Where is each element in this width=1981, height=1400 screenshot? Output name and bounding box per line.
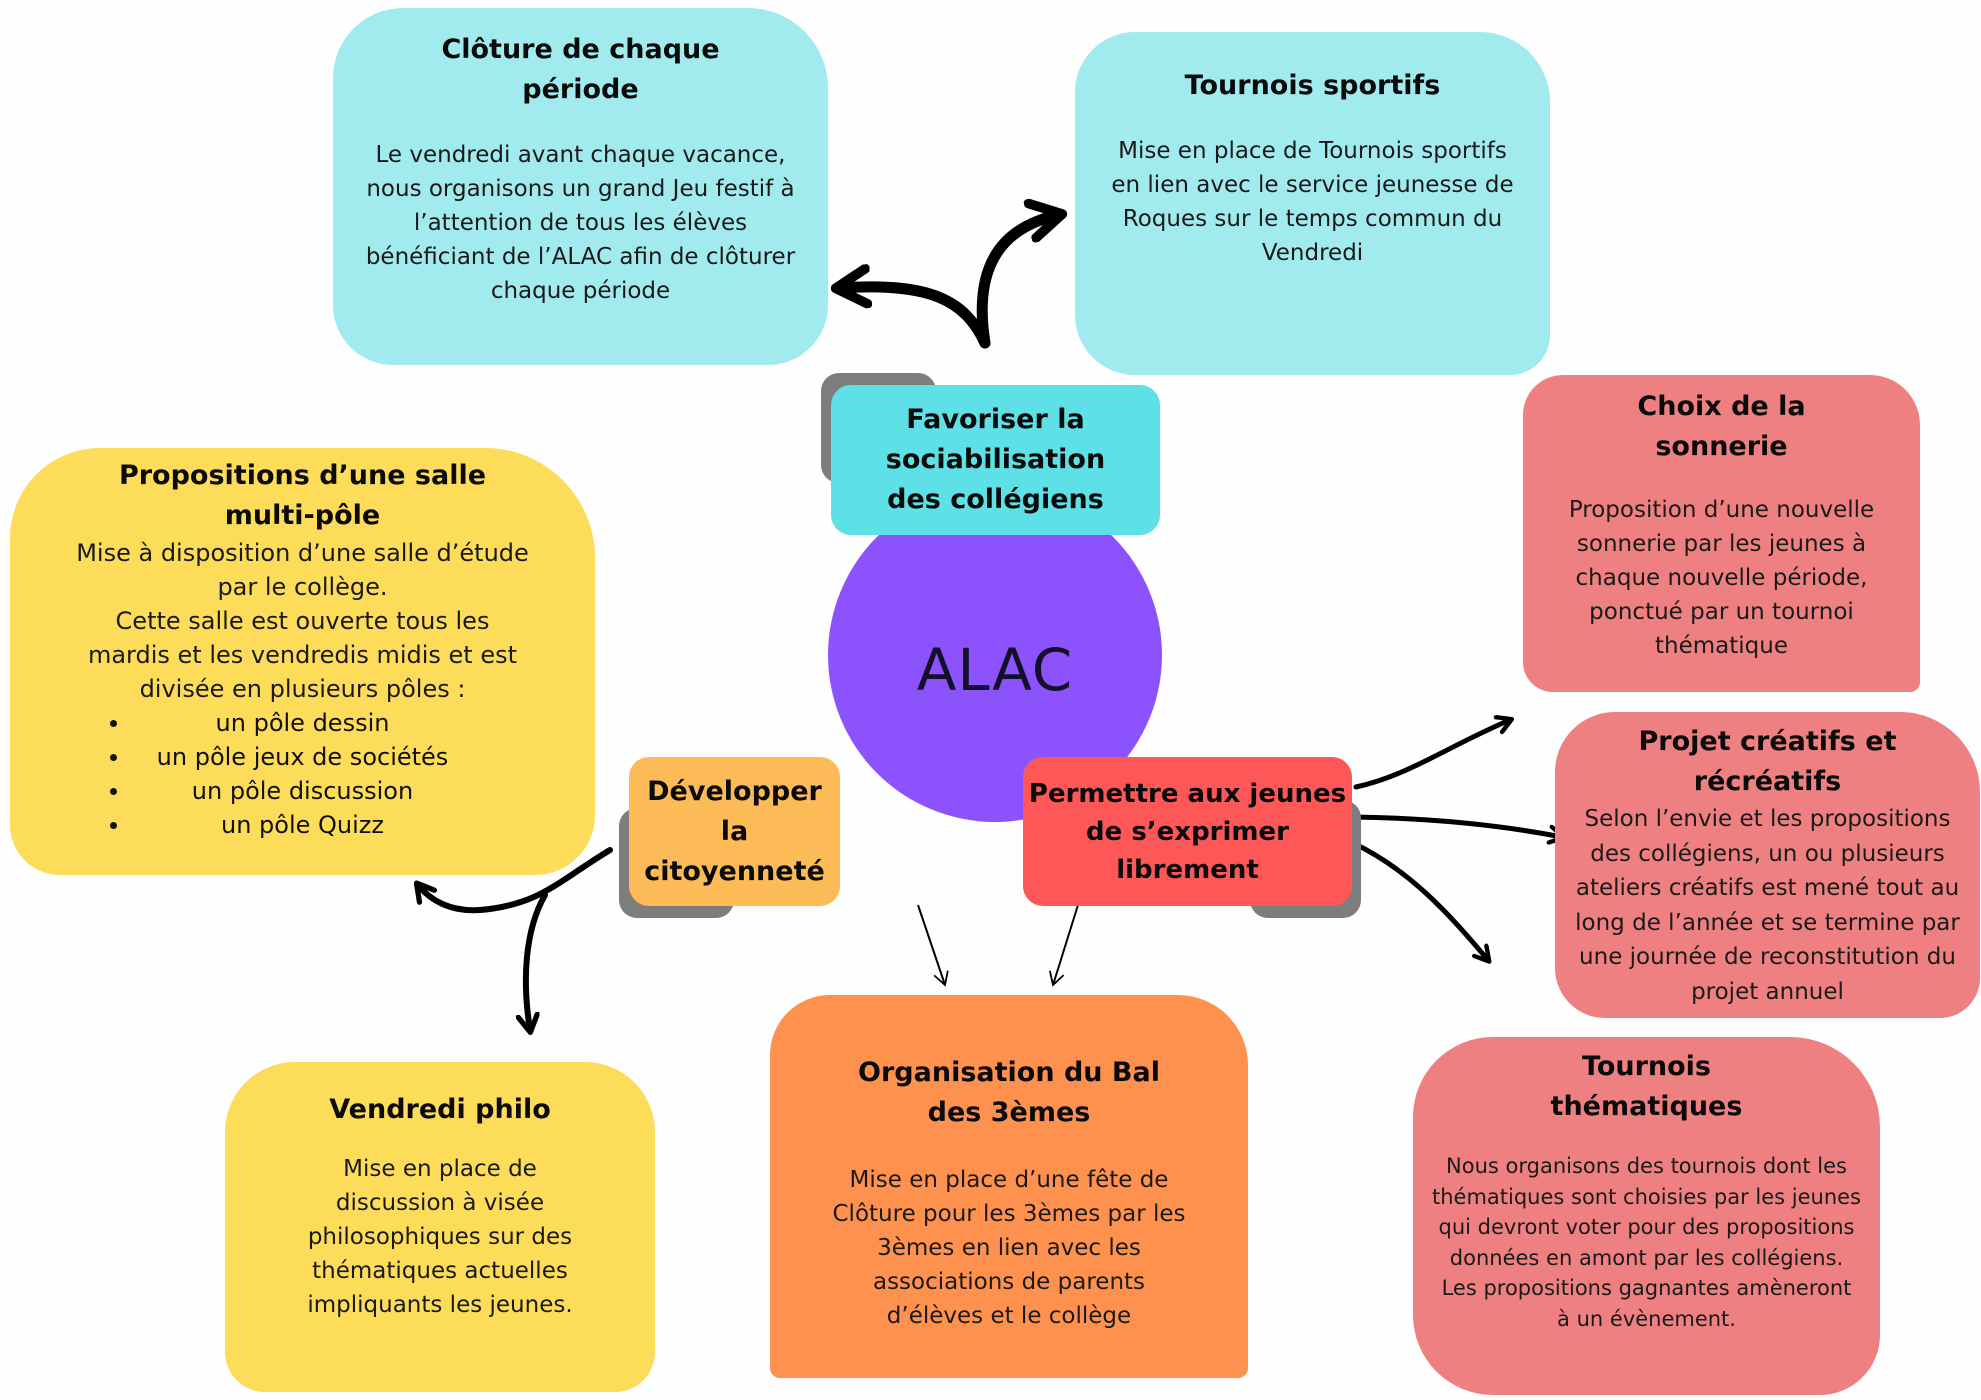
arrow-to-philo [526,892,548,1030]
pole-list-item: un pôle jeux de sociétés [53,740,553,774]
branch-node-exprimer[interactable]: Permettre aux jeunes de s’exprimer libre… [1023,757,1352,906]
arrow-to-sportifs [976,215,1058,349]
pole-list-item: un pôle discussion [53,774,553,808]
card-title: Propositions d’une salle multi-pôle [118,460,487,531]
arrow-to-salle [418,847,613,914]
branch-node-sociabilisation[interactable]: Favoriser la sociabilisation des collégi… [831,385,1160,535]
card-body: Mise à disposition d’une salle d’étude p… [76,539,529,703]
card-body: Mise en place d’une fête de Clôture pour… [832,1167,1186,1329]
card-body: Le vendredi avant chaque vacance, nous o… [365,142,796,304]
pole-list-item: un pôle dessin [53,706,553,740]
card-title: Organisation du Bal des 3èmes [858,1057,1160,1128]
arrow-to-sonnerie [1353,720,1510,790]
branch-label-line: citoyenneté [644,855,825,887]
card-bal-des-3emes[interactable]: Organisation du Bal des 3èmes Mise en pl… [770,995,1248,1378]
card-body: Mise en place de Tournois sportifs en li… [1111,138,1514,266]
bullet-icon [109,822,117,829]
arrow-to-projet [1350,814,1562,837]
branch-label-line: sociabilisation [885,444,1106,475]
card-body: Mise en place de discussion à visée phil… [307,1156,573,1318]
bullet-icon [109,754,117,761]
card-tournois-thematiques[interactable]: Tournois thématiques Nous organisons des… [1413,1037,1880,1395]
card-body: Nous organisons des tournois dont les th… [1431,1154,1861,1331]
card-salle-multi-pole[interactable]: Propositions d’une salle multi-pôle Mise… [10,448,595,875]
branch-label-line: de s’exprimer [1086,816,1289,847]
card-title: Projet créatifs et récréatifs [1638,726,1897,797]
hub-label: ALAC [916,636,1074,704]
pole-list: un pôle dessin un pôle jeux de sociétés … [53,706,553,842]
card-cloture-periode[interactable]: Clôture de chaque période Le vendredi av… [333,8,828,365]
branch-label-line: Développer la [647,775,822,847]
card-title: Clôture de chaque période [441,34,720,105]
bullet-icon [109,720,117,727]
card-title: Tournois thématiques [1550,1051,1743,1122]
branch-label-line: Favoriser la [906,404,1085,435]
card-title: Tournois sportifs [1184,70,1441,101]
card-tournois-sportifs[interactable]: Tournois sportifs Mise en place de Tourn… [1075,32,1550,375]
branch-label-line: Permettre aux jeunes [1028,778,1347,809]
arrow-to-cloture [840,287,991,349]
pole-list-item: un pôle Quizz [53,808,553,842]
card-vendredi-philo[interactable]: Vendredi philo Mise en place de discussi… [225,1062,655,1392]
arrow-exprimer-to-bal [1049,904,1079,987]
card-title: Vendredi philo [329,1094,551,1125]
branch-label-line: librement [1116,854,1259,885]
arrow-to-themes [1350,840,1488,960]
bullet-icon [109,788,117,795]
card-projets-creatifs[interactable]: Projet créatifs et récréatifs Selon l’en… [1555,712,1980,1018]
card-body: Selon l’envie et les propositions des co… [1575,806,1960,1005]
arrow-citoyen-to-bal [917,904,949,987]
card-body: Proposition d’une nouvelle sonnerie par … [1568,497,1875,659]
branch-label-line: des collégiens [887,484,1104,515]
card-choix-sonnerie[interactable]: Choix de la sonnerie Proposition d’une n… [1523,375,1920,692]
card-title: Choix de la sonnerie [1637,391,1806,462]
branch-node-citoyennete[interactable]: Développer la citoyenneté [629,757,840,906]
